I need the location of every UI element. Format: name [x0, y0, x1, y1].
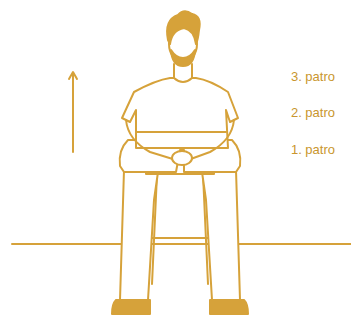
- up-arrow: [72, 74, 74, 152]
- arrow-head: [69, 72, 77, 79]
- floor-line: [12, 243, 351, 245]
- floor-label: 2. patro: [291, 105, 335, 121]
- floor-label: 1. patro: [291, 142, 335, 158]
- person: [112, 11, 248, 314]
- floor-label: 3. patro: [291, 69, 335, 85]
